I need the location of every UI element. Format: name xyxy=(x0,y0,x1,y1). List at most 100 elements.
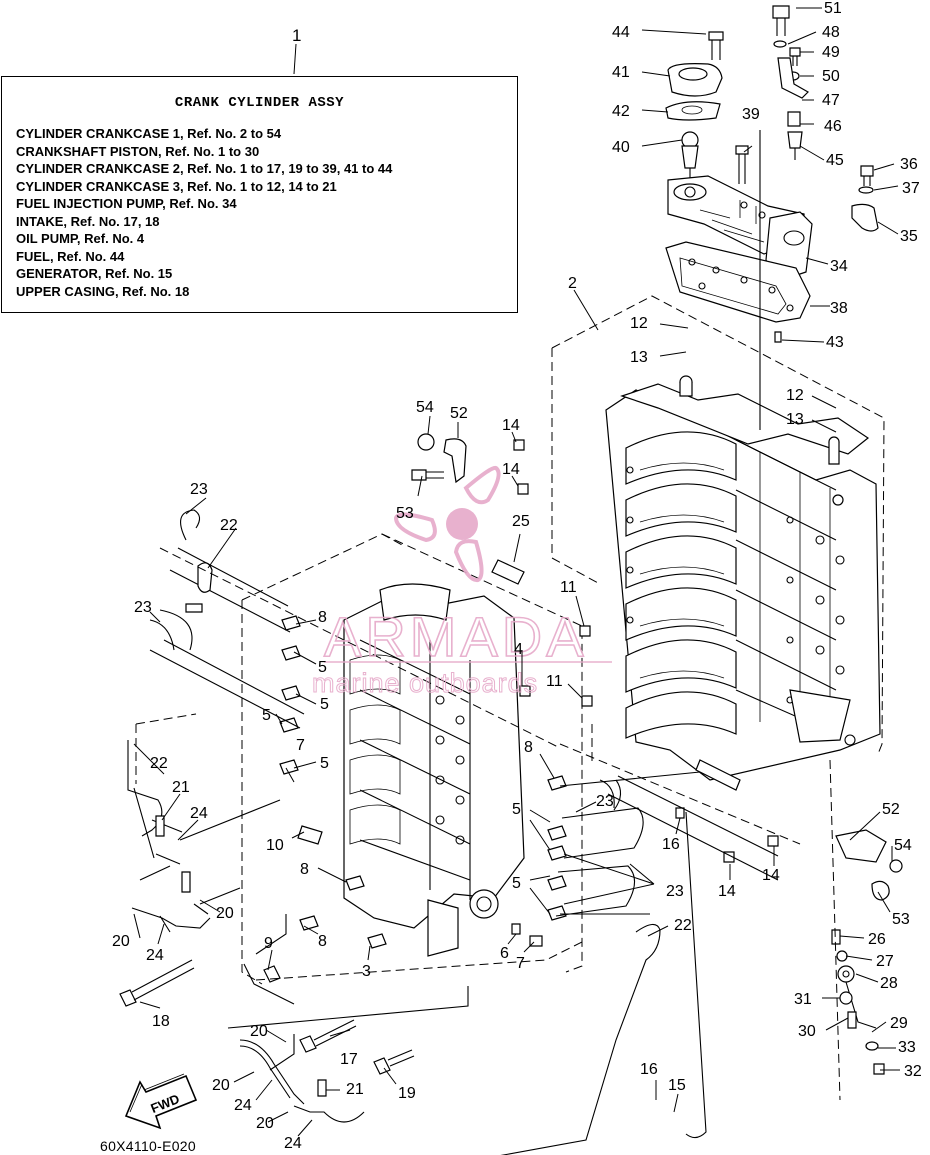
callout-36: 36 xyxy=(900,156,918,173)
callout-42: 42 xyxy=(612,103,630,120)
callout-52-b: 52 xyxy=(882,801,900,818)
fwd-arrow: FWD xyxy=(124,1073,198,1130)
callout-54-b: 54 xyxy=(894,837,912,854)
callout-6: 6 xyxy=(500,945,509,962)
callout-16-b: 16 xyxy=(640,1061,658,1078)
callout-5-c: 5 xyxy=(262,707,271,724)
assembly-reference-number: 1 xyxy=(292,26,302,45)
callout-44: 44 xyxy=(612,24,630,41)
callout-53-b: 53 xyxy=(892,911,910,928)
drawing-code: 60X4110-E020 xyxy=(100,1138,196,1154)
legend-line: FUEL INJECTION PUMP, Ref. No. 34 xyxy=(16,196,237,211)
callout-8-d: 8 xyxy=(524,739,533,756)
callout-2: 2 xyxy=(568,275,577,292)
callout-25: 25 xyxy=(512,513,530,530)
bracket-35-group xyxy=(851,165,879,232)
callout-11-b: 11 xyxy=(546,673,563,690)
callout-17: 17 xyxy=(340,1051,358,1068)
callout-41: 41 xyxy=(612,64,630,81)
callout-21-b: 21 xyxy=(346,1081,364,1098)
callout-37: 37 xyxy=(902,180,920,197)
callout-3: 3 xyxy=(362,963,371,980)
callout-24-b: 24 xyxy=(146,947,164,964)
callout-26: 26 xyxy=(868,931,886,948)
bracket-52-top xyxy=(411,433,467,484)
callout-45: 45 xyxy=(826,152,844,169)
callout-10: 10 xyxy=(266,837,284,854)
crankcase-ribs xyxy=(349,654,401,845)
callout-9: 9 xyxy=(264,935,273,952)
callout-50: 50 xyxy=(822,68,840,85)
callout-7-b: 7 xyxy=(516,955,525,972)
callout-4: 4 xyxy=(514,641,523,658)
lower-right-linkage xyxy=(829,759,903,1101)
callout-12-b: 12 xyxy=(786,387,804,404)
callout-20-c: 20 xyxy=(250,1023,268,1040)
callout-21-a: 21 xyxy=(172,779,190,796)
callout-20-e: 20 xyxy=(256,1115,274,1132)
callout-23-d: 23 xyxy=(666,883,684,900)
callout-31: 31 xyxy=(794,991,812,1008)
callout-49: 49 xyxy=(822,44,840,61)
callout-14-c: 14 xyxy=(718,883,736,900)
callout-14-a: 14 xyxy=(502,417,520,434)
callout-48: 48 xyxy=(822,24,840,41)
callout-14-d: 14 xyxy=(762,867,780,884)
callout-5-a: 5 xyxy=(318,659,327,676)
callout-12-a: 12 xyxy=(630,315,648,332)
callout-5-d: 5 xyxy=(320,755,329,772)
block-bolt-holes xyxy=(626,466,856,746)
watermark-tagline: marine outboards xyxy=(312,668,538,698)
sensor-25 xyxy=(491,559,525,585)
fuel-pump-cover-group xyxy=(665,31,749,184)
callout-14-b: 14 xyxy=(502,461,520,478)
callout-39: 39 xyxy=(742,106,760,123)
callout-32: 32 xyxy=(904,1063,922,1080)
callout-18: 18 xyxy=(152,1013,170,1030)
assembly-dashed-lines xyxy=(135,547,801,981)
legend-line: FUEL, Ref. No. 44 xyxy=(16,248,125,264)
sensor-bracket-group xyxy=(772,5,809,160)
callout-8-a: 8 xyxy=(318,609,327,626)
callout-38: 38 xyxy=(830,300,848,317)
watermark-brand: ARMADA xyxy=(324,605,588,668)
callout-23-a: 23 xyxy=(190,481,208,498)
callout-29: 29 xyxy=(890,1015,908,1032)
callout-30: 30 xyxy=(798,1023,816,1040)
callout-23-c: 23 xyxy=(596,793,614,810)
fittings-left xyxy=(279,439,779,949)
callout-20-b: 20 xyxy=(112,933,130,950)
legend-line: CRANKSHAFT PISTON, Ref. No. 1 to 30 xyxy=(16,143,260,159)
legend-line: UPPER CASING, Ref. No. 18 xyxy=(16,283,190,299)
legend-line: CYLINDER CRANKCASE 2, Ref. No. 1 to 17, … xyxy=(16,161,393,176)
callout-43: 43 xyxy=(826,334,844,351)
callout-15: 15 xyxy=(668,1077,686,1094)
callout-numbers: 44 51 48 49 41 50 47 42 39 46 40 45 36 3… xyxy=(112,0,922,1152)
legend-title: CRANK CYLINDER ASSY xyxy=(174,95,345,111)
cylinder-bores xyxy=(625,431,737,739)
fuel-injection-pump-34 xyxy=(667,175,813,283)
callout-11-a: 11 xyxy=(560,579,577,596)
callout-20-a: 20 xyxy=(216,905,234,922)
callout-24-d: 24 xyxy=(284,1135,302,1152)
callout-24-c: 24 xyxy=(234,1097,252,1114)
callout-46: 46 xyxy=(824,118,842,135)
callout-33: 33 xyxy=(898,1039,916,1056)
callout-8-b: 8 xyxy=(300,861,309,878)
callout-13-b: 13 xyxy=(786,411,804,428)
sensor-10 xyxy=(297,825,323,845)
callout-20-d: 20 xyxy=(212,1077,230,1094)
callout-22-c: 22 xyxy=(674,917,692,934)
callout-22-a: 22 xyxy=(220,517,238,534)
leader-lines xyxy=(133,7,900,1137)
propeller-logo xyxy=(393,465,501,583)
legend-line: GENERATOR, Ref. No. 15 xyxy=(16,266,173,281)
callout-23-b: 23 xyxy=(134,599,152,616)
legend-line: CYLINDER CRANKCASE 3, Ref. No. 1 to 12, … xyxy=(16,178,337,194)
callout-5-e: 5 xyxy=(512,801,521,818)
callout-22-b: 22 xyxy=(150,755,168,772)
hoses-right xyxy=(500,771,779,1155)
callout-52-a: 52 xyxy=(450,405,468,422)
legend-line: OIL PUMP, Ref. No. 4 xyxy=(16,231,145,246)
